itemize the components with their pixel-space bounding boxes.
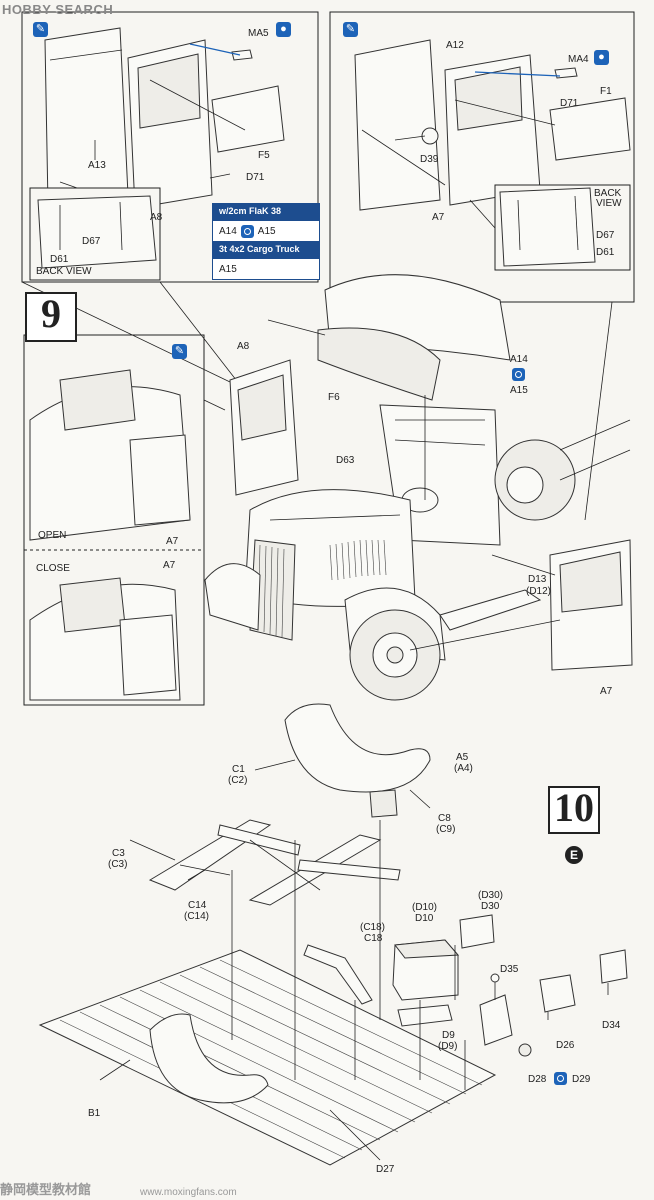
part-label: D61: [596, 247, 615, 258]
cement-icon: ✎: [343, 22, 358, 37]
part-label: (D12): [526, 586, 552, 597]
part-label: A8: [150, 212, 163, 223]
paint-drop-icon: ●: [594, 50, 609, 65]
paint-drop-icon: ●: [276, 22, 291, 37]
part-label: A8: [237, 341, 250, 352]
part-label: D71: [560, 98, 579, 109]
part-label: D28: [528, 1074, 547, 1085]
variant-flak-part-a: A14: [219, 225, 237, 237]
part-label: (C18): [360, 922, 386, 933]
variant-cargo-part: A15: [219, 263, 237, 275]
part-label: (D30): [478, 890, 504, 901]
part-label: D63: [336, 455, 355, 466]
variant-flak-parts: A14 A15: [213, 221, 319, 242]
part-label: C14: [188, 900, 207, 911]
part-label: D27: [376, 1164, 395, 1175]
part-label: D39: [420, 154, 439, 165]
part-label: D67: [82, 236, 101, 247]
step-number-10: 10: [548, 786, 600, 834]
part-label: A12: [446, 40, 464, 51]
part-label: D29: [572, 1074, 591, 1085]
part-label: B1: [88, 1108, 101, 1119]
part-label: (C2): [228, 775, 248, 786]
part-label: A7: [163, 560, 176, 571]
view-label: BACK VIEW: [36, 266, 92, 277]
part-label: D10: [415, 913, 434, 924]
part-label: D71: [246, 172, 265, 183]
view-label: VIEW: [596, 198, 622, 209]
part-label: A7: [600, 686, 613, 697]
alternative-part-icon: [554, 1072, 567, 1085]
variant-flak-part-b: A15: [257, 225, 276, 237]
part-label: (C9): [436, 824, 456, 835]
variant-flak-title: w/2cm FlaK 38: [213, 204, 319, 221]
part-label: A7: [166, 536, 179, 547]
footer-url: www.moxingfans.com: [140, 1187, 237, 1198]
part-label: (A4): [454, 763, 473, 774]
variant-cargo-title: 3t 4x2 Cargo Truck: [213, 242, 319, 259]
part-label: D26: [556, 1040, 575, 1051]
part-label: D34: [602, 1020, 621, 1031]
cement-icon: ✎: [33, 22, 48, 37]
variant-cargo-parts: A15: [213, 259, 319, 279]
part-label: (D9): [438, 1041, 458, 1052]
variant-table: w/2cm FlaK 38 A14 A15 3t 4x2 Cargo Truck…: [212, 203, 320, 280]
part-label: C1: [232, 764, 245, 775]
part-label: D30: [481, 901, 500, 912]
part-label: (C14): [184, 911, 210, 922]
part-label: MA4: [568, 54, 589, 65]
part-label: A13: [88, 160, 106, 171]
part-label: F5: [258, 150, 270, 161]
part-label: MA5: [248, 28, 269, 39]
runner-e-icon: E: [565, 846, 583, 864]
state-label-close: CLOSE: [36, 563, 70, 574]
part-label: F6: [328, 392, 340, 403]
part-label: D13: [528, 574, 547, 585]
alternative-part-icon: [240, 224, 254, 238]
view-label: BACK: [594, 188, 622, 199]
part-label: C8: [438, 813, 451, 824]
part-label: C18: [364, 933, 383, 944]
part-label: A14: [510, 354, 528, 365]
part-label: (C3): [108, 859, 128, 870]
part-label: A7: [432, 212, 445, 223]
part-label: C3: [112, 848, 125, 859]
state-label-open: OPEN: [38, 530, 67, 541]
part-label: A5: [456, 752, 469, 763]
part-label: (D10): [412, 902, 438, 913]
part-label: D61: [50, 254, 69, 265]
footer-watermark: 静岡模型教材館: [0, 1182, 92, 1197]
part-label: F1: [600, 86, 612, 97]
step-number-9: 9: [25, 292, 77, 342]
part-label: D9: [442, 1030, 455, 1041]
part-label: A15: [510, 385, 528, 396]
part-label: D35: [500, 964, 519, 975]
cement-icon: ✎: [172, 344, 187, 359]
header-brand-watermark: HOBBY SEARCH: [2, 2, 114, 17]
alternative-part-icon: [512, 368, 525, 381]
part-label: D67: [596, 230, 615, 241]
